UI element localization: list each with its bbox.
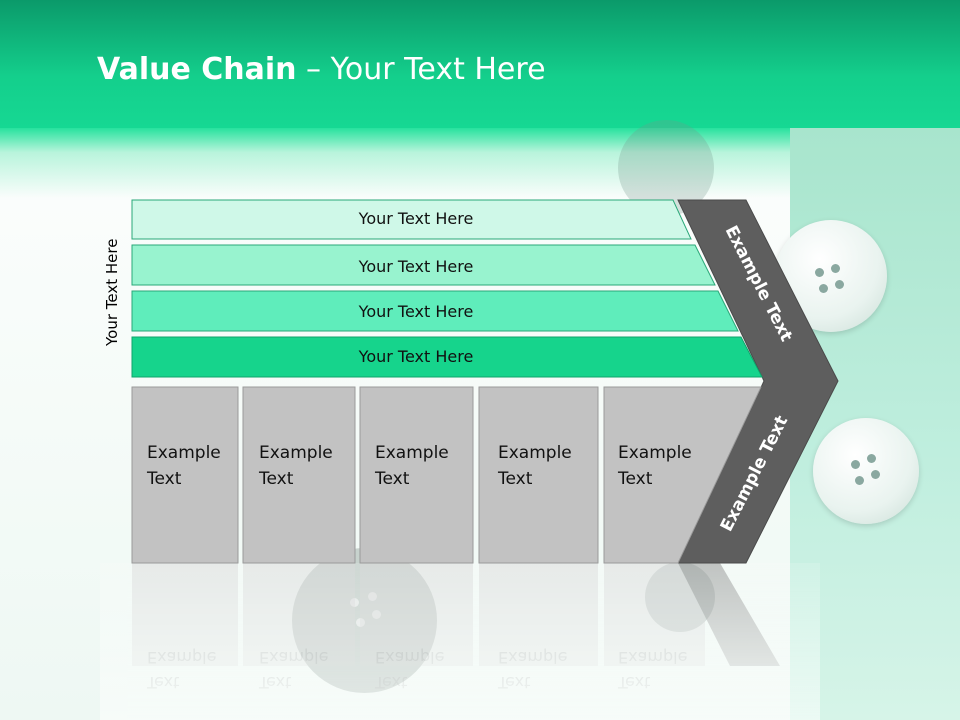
column-text-line1: Example [618,443,692,463]
column-text-line2: Text [146,469,182,489]
column-text-line2: Text [374,469,410,489]
column-cell [242,386,356,564]
row-band [131,199,692,240]
column-text-line1: Example [498,443,572,463]
row-label: Your Text Here [358,302,474,321]
row-band [131,336,763,378]
row-label: Your Text Here [358,209,474,228]
row-label: Your Text Here [358,257,474,276]
column-text-line2: Text [497,469,533,489]
column-cell [131,386,239,564]
column-text-line1: Example [375,443,449,463]
column-cell [478,386,599,564]
column-text-line1: Example [259,443,333,463]
column-text-line2: Text [258,469,294,489]
column-text-line1: Example [147,443,221,463]
chevron-arrow [677,199,839,564]
row-band [131,244,716,286]
reflection: Example Text Example Text Example Text E… [100,563,820,720]
button-decoration-icon [813,418,919,524]
column-text-line2: Text [617,469,653,489]
row-band [131,290,739,332]
slide-title: Value Chain – Your Text Here [97,52,546,87]
column-cell [603,386,762,564]
column-cell [359,386,474,564]
row-label: Your Text Here [358,347,474,366]
header-bar [0,0,960,128]
